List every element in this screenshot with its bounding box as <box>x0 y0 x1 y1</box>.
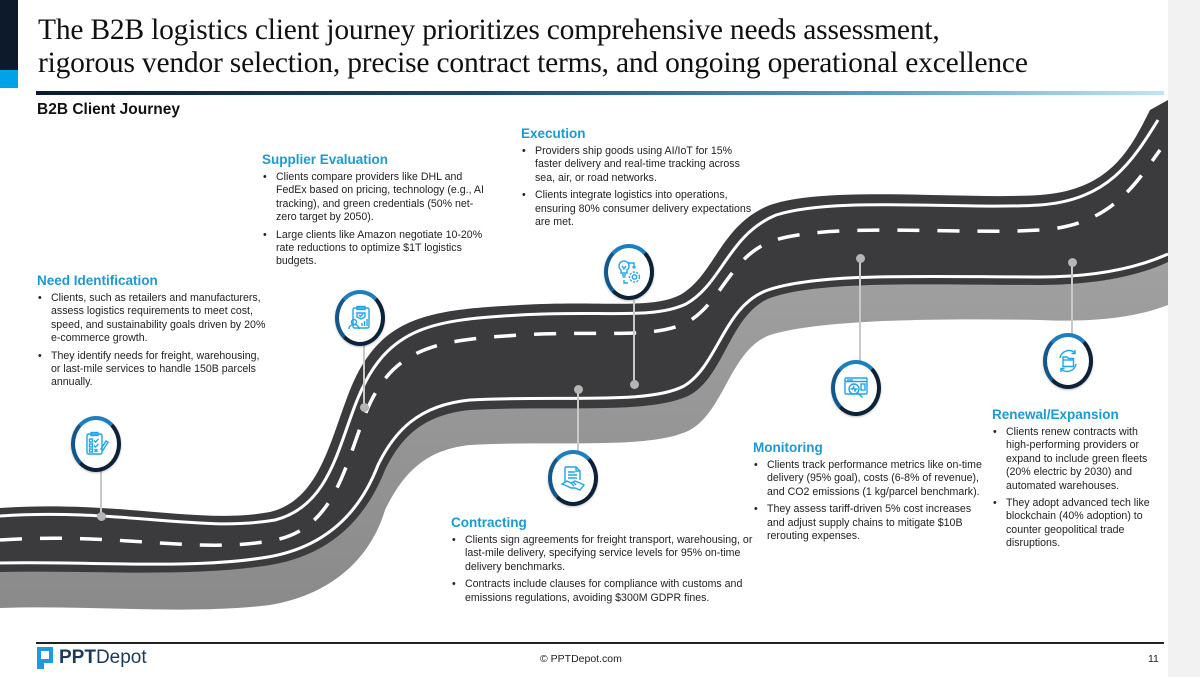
accent-bar-blue <box>0 70 18 88</box>
connector-monitoring <box>859 258 861 363</box>
road-illustration <box>0 100 1168 610</box>
stage-bullet: Contracts include clauses for compliance… <box>451 578 761 605</box>
pptdepot-logo-icon <box>37 647 53 669</box>
connector-supplier <box>363 345 365 407</box>
copyright: © PPTDepot.com <box>540 653 622 665</box>
stage-icon-renewal <box>1043 333 1093 389</box>
stage-title: Need Identification <box>37 273 158 288</box>
stage-icon-contracting <box>548 450 598 506</box>
stage-title: Renewal/Expansion <box>992 407 1119 422</box>
stage-renewal-expansion: Renewal/Expansion Clients renew contract… <box>992 407 1164 555</box>
page-title: The B2B logistics client journey priorit… <box>38 14 1158 80</box>
stage-bullets: Clients compare providers like DHL and F… <box>262 171 487 269</box>
stage-bullets: Clients, such as retailers and manufactu… <box>37 292 267 390</box>
stage-bullet: They adopt advanced tech like blockchain… <box>992 497 1164 551</box>
stage-bullet: Clients sign agreements for freight tran… <box>451 534 761 574</box>
stage-bullet: Clients, such as retailers and manufactu… <box>37 292 267 346</box>
monitoring-magnifier-icon <box>844 377 868 398</box>
stage-need-identification: Need Identification Clients, such as ret… <box>37 273 267 394</box>
connector-renewal <box>1071 262 1073 334</box>
stage-title: Supplier Evaluation <box>262 152 389 167</box>
stage-monitoring: Monitoring Clients track performance met… <box>753 440 983 547</box>
stage-title: Monitoring <box>753 440 823 455</box>
stage-icon-monitoring <box>831 360 881 416</box>
connector-need <box>100 468 102 516</box>
stage-bullets: Providers ship goods using AI/IoT for 15… <box>521 145 756 229</box>
stage-bullet: Clients integrate logistics into operati… <box>521 189 756 229</box>
connector-contracting <box>577 389 579 451</box>
title-divider <box>36 91 1164 95</box>
road-edge-line-top <box>0 119 1160 526</box>
stage-bullet: They identify needs for freight, warehou… <box>37 350 267 390</box>
title-line-2: rigorous vendor selection, precise contr… <box>38 47 1028 79</box>
title-line-1: The B2B logistics client journey priorit… <box>38 14 940 46</box>
section-subtitle: B2B Client Journey <box>37 101 180 118</box>
stage-execution: Execution Providers ship goods using AI/… <box>521 126 756 233</box>
stage-bullet: Clients renew contracts with high-perfor… <box>992 426 1164 493</box>
stage-bullets: Clients track performance metrics like o… <box>753 459 983 543</box>
connector-execution <box>633 300 635 384</box>
stage-bullets: Clients sign agreements for freight tran… <box>451 534 761 605</box>
pptdepot-logo: PPTDepot <box>37 647 147 669</box>
pin-contracting <box>574 385 583 394</box>
logo-text-light: Depot <box>95 647 147 668</box>
stage-bullet: They assess tariff-driven 5% cost increa… <box>753 503 983 543</box>
stage-icon-execution <box>604 244 654 300</box>
pin-renewal <box>1068 258 1077 267</box>
page-number: 11 <box>1148 653 1159 665</box>
contract-handshake-icon <box>560 466 586 491</box>
stage-contracting: Contracting Clients sign agreements for … <box>451 515 761 609</box>
stage-bullets: Clients renew contracts with high-perfor… <box>992 426 1164 551</box>
stage-bullet: Clients compare providers like DHL and F… <box>262 171 487 225</box>
road-edge-line-bottom <box>0 252 1168 566</box>
slide: The B2B logistics client journey priorit… <box>0 0 1168 677</box>
stage-supplier-evaluation: Supplier Evaluation Clients compare prov… <box>262 152 487 273</box>
pin-execution <box>630 380 639 389</box>
stage-icon-supplier <box>335 290 385 346</box>
pin-need <box>97 512 106 521</box>
stage-bullet: Clients track performance metrics like o… <box>753 459 983 499</box>
road-surface <box>0 100 1168 573</box>
pin-monitoring <box>856 254 865 263</box>
stage-title: Contracting <box>451 515 527 530</box>
stage-bullet: Providers ship goods using AI/IoT for 15… <box>521 145 756 185</box>
stage-icon-need <box>71 416 121 472</box>
evaluation-report-icon <box>348 305 370 330</box>
stage-bullet: Large clients like Amazon negotiate 10-2… <box>262 229 487 269</box>
folder-refresh-icon <box>1059 349 1077 373</box>
stage-title: Execution <box>521 126 586 141</box>
footer-divider <box>36 642 1164 644</box>
logo-text-bold: PPT <box>59 647 96 668</box>
logo-text: PPTDepot <box>59 647 147 669</box>
pin-supplier <box>360 403 369 412</box>
idea-gear-icon <box>618 260 641 284</box>
checklist-clipboard-icon <box>86 431 109 455</box>
road-center-dashes <box>0 148 1162 547</box>
accent-bar-dark <box>0 0 18 70</box>
